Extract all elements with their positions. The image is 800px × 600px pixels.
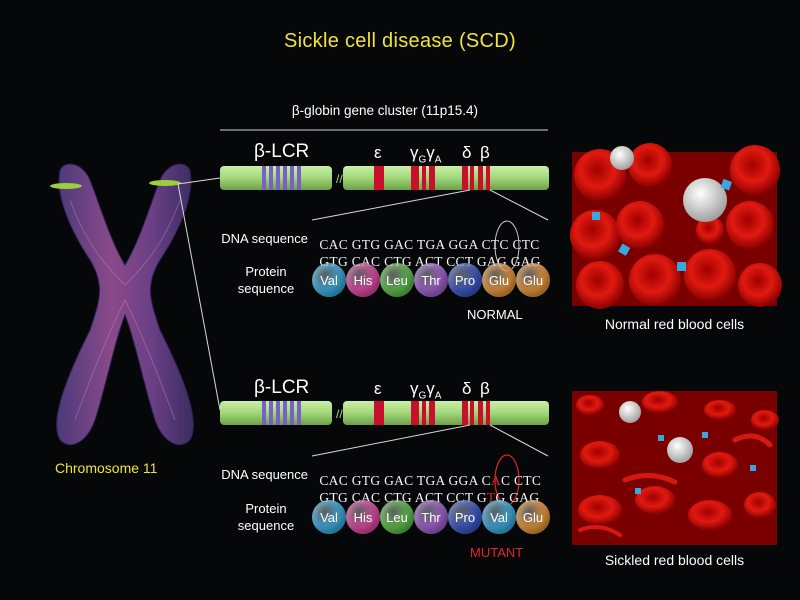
dna-top-strand-mutant: CAC GTG GAC TGA GGA CAC CTC (319, 473, 542, 488)
protein-chain-mutant: Val His Leu Thr Pro Val Glu (312, 500, 552, 536)
gamma-g-label-normal: γGγA (410, 143, 442, 166)
status-label-mutant: MUTANT (470, 545, 524, 560)
gene-cluster-title: β-globin gene cluster (11p15.4) (291, 103, 479, 118)
connector-top (177, 177, 221, 185)
amino-acid-mutant-2: His (346, 500, 380, 534)
amino-acid-mutant-1: Val (312, 500, 346, 534)
page-title: Sickle cell disease (SCD) (283, 30, 516, 52)
amino-acid-normal-3: Leu (380, 263, 414, 297)
amino-acid-mutant-4: Thr (414, 500, 448, 534)
sickled-rbc-image (572, 391, 779, 545)
delta-label-mutant: δ (462, 379, 472, 398)
epsilon-label-mutant: ε (374, 379, 382, 398)
dna-sequence-label-mutant: DNA sequence (221, 467, 308, 482)
amino-acid-normal-7: Glu (516, 263, 550, 297)
dna-top-strand-normal: CAC GTG GAC TGA GGA CTC CTC (319, 237, 540, 252)
normal-rbc-caption: Normal red blood cells (604, 316, 745, 332)
chromosome-label: Chromosome 11 (55, 460, 158, 476)
svg-text://: // (336, 172, 343, 186)
epsilon-label-normal: ε (374, 143, 382, 162)
amino-acid-normal-6: Glu (482, 263, 516, 297)
lcr-label-normal: β-LCR (254, 141, 310, 162)
sickled-rbc-caption: Sickled red blood cells (604, 552, 745, 568)
amino-acid-mutant-6: Val (482, 500, 516, 534)
amino-acid-mutant-5: Pro (448, 500, 482, 534)
protein-chain-normal: Val His Leu Thr Pro Glu Glu (312, 263, 552, 299)
dna-sequence-label-normal: DNA sequence (221, 231, 308, 246)
amino-acid-mutant-7: Glu (516, 500, 550, 534)
amino-acid-normal-1: Val (312, 263, 346, 297)
gene-bar-mutant: // (220, 401, 549, 425)
chromosome-11-image (50, 163, 194, 446)
protein-sequence-label-mutant: Protein sequence (237, 501, 295, 533)
normal-rbc-image (570, 143, 782, 309)
beta-label-normal: β (480, 143, 490, 162)
beta-label-mutant: β (480, 379, 490, 398)
amino-acid-mutant-3: Leu (380, 500, 414, 534)
chromosome-band-left (50, 183, 82, 189)
amino-acid-normal-4: Thr (414, 263, 448, 297)
amino-acid-normal-5: Pro (448, 263, 482, 297)
gamma-g-label-mutant: γGγA (410, 379, 442, 402)
chromosome-band-right (149, 180, 181, 186)
status-label-normal: NORMAL (467, 307, 523, 322)
protein-sequence-label-normal: Protein sequence (237, 264, 295, 296)
lcr-label-mutant: β-LCR (254, 377, 310, 398)
delta-label-normal: δ (462, 143, 472, 162)
amino-acid-normal-2: His (346, 263, 380, 297)
gene-bar-normal: // (220, 166, 549, 190)
connector-bottom (177, 183, 221, 411)
svg-text://: // (336, 407, 343, 421)
